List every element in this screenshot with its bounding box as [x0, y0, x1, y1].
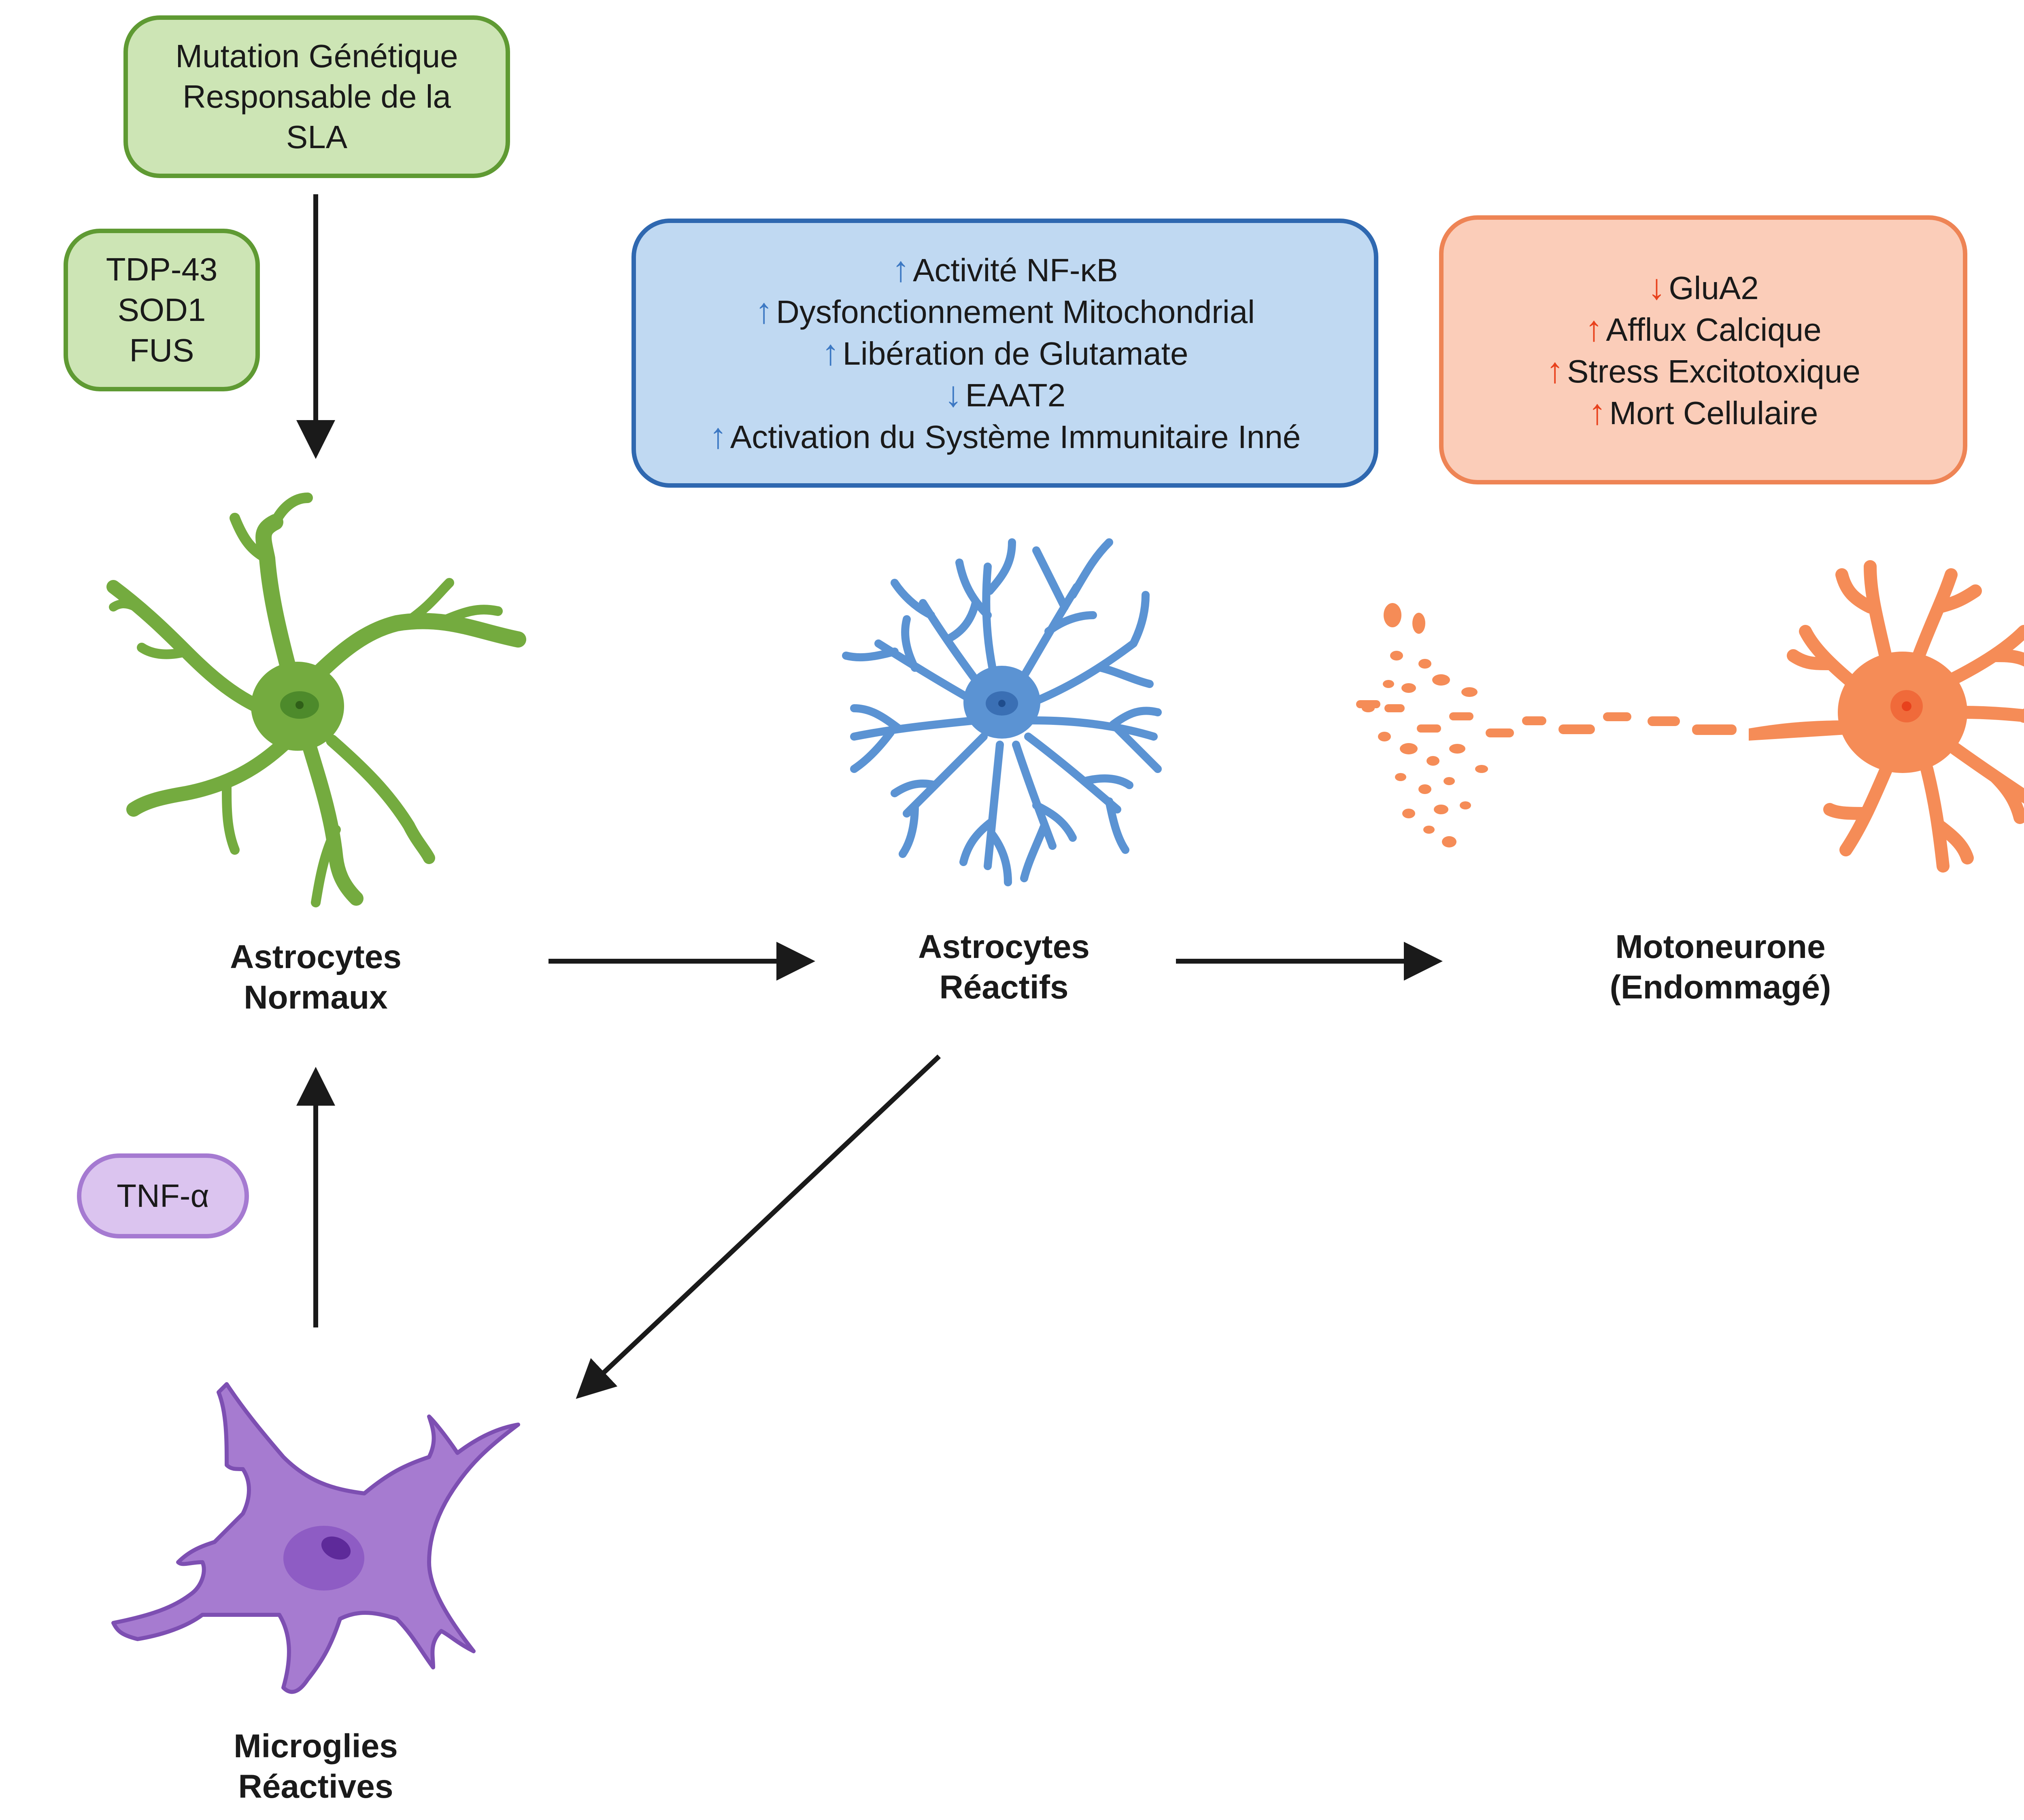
up-arrow-icon: ↑ [1546, 350, 1564, 390]
effect-item: ↓GluA2 [1648, 266, 1759, 307]
effect-item: ↑Dysfonctionnement Mitochondrial [755, 291, 1255, 331]
genes-box: TDP-43 SOD1 FUS [64, 229, 260, 391]
up-arrow-icon: ↑ [1588, 391, 1606, 432]
up-arrow-icon: ↑ [709, 416, 727, 456]
effect-item: ↓EAAT2 [944, 374, 1066, 414]
reactive-microglia-label: Microglies Réactives [234, 1728, 398, 1805]
up-arrow-icon: ↑ [892, 249, 910, 289]
gene-label: TDP-43 [106, 251, 218, 287]
normal-astrocytes-label: Astrocytes Normaux [230, 939, 402, 1016]
effect-item: ↑Activité NF-κB [892, 249, 1118, 289]
down-arrow-icon: ↓ [1648, 266, 1666, 307]
down-arrow-icon: ↓ [944, 374, 962, 414]
mutation-box: Mutation Génétique Responsable de la SLA [123, 15, 510, 178]
effect-item: ↑Libération de Glutamate [821, 332, 1188, 372]
arrow-reactive-to-microglia [576, 1054, 941, 1399]
effect-item: ↑Stress Excitotoxique [1546, 350, 1860, 390]
effect-item: ↑Mort Cellulaire [1588, 391, 1818, 432]
tnf-alpha-label: TNF-α [117, 1178, 209, 1214]
gene-label: SOD1 [117, 292, 206, 328]
up-arrow-icon: ↑ [821, 332, 840, 372]
mutation-line: Responsable de la [183, 79, 451, 115]
up-arrow-icon: ↑ [1585, 308, 1603, 348]
motor-neuron-label: Motoneurone (Endommagé) [1609, 928, 1831, 1006]
mutation-line: Mutation Génétique [175, 38, 458, 74]
effect-item: ↑Activation du Système Immunitaire Inné [709, 416, 1301, 456]
reactive-astrocytes-label: Astrocytes Réactifs [918, 928, 1090, 1006]
reactive-astrocyte-effects-box: ↑Activité NF-κB ↑Dysfonctionnement Mitoc… [631, 219, 1378, 488]
effect-item: ↑Afflux Calcique [1585, 308, 1822, 348]
gene-label: FUS [129, 332, 194, 368]
up-arrow-icon: ↑ [755, 291, 773, 331]
mutation-line: SLA [286, 119, 348, 155]
tnf-alpha-box: TNF-α [77, 1153, 249, 1238]
neuron-effects-box: ↓GluA2 ↑Afflux Calcique ↑Stress Excitoto… [1439, 215, 1967, 484]
